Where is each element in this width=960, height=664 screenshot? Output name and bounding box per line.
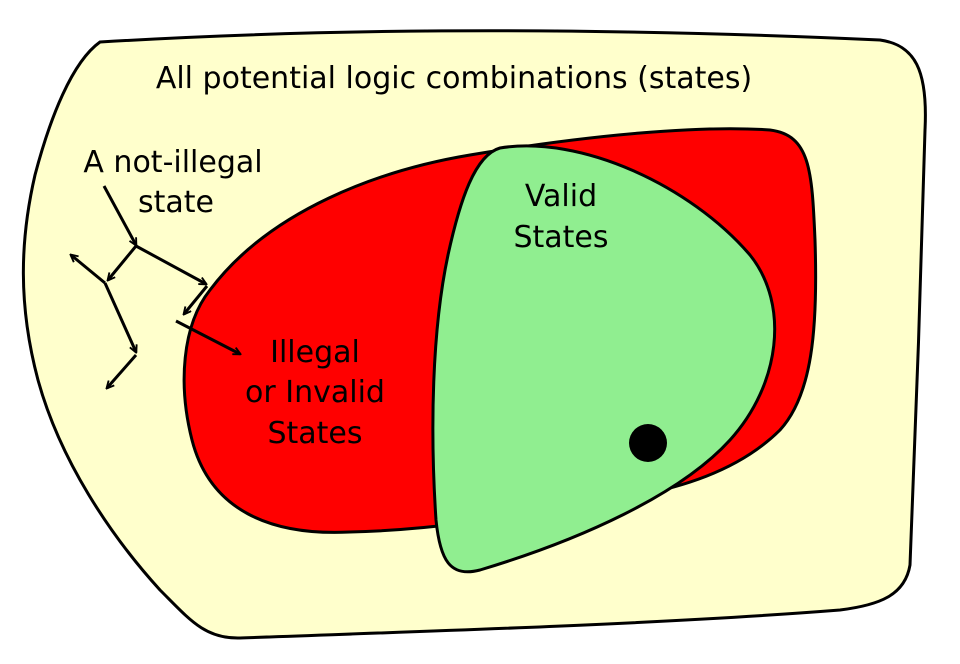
path-arrow-node-up: [71, 255, 106, 285]
path-arrow-node-down-left: [107, 354, 138, 388]
state-marker-icon: [629, 424, 667, 462]
path-arrow-start-to-left: [108, 245, 138, 280]
path-arrow-node-down: [103, 282, 136, 352]
path-arrow-start-to-right: [135, 244, 206, 284]
path-arrow-into-illegal: [175, 319, 240, 356]
not-illegal-label-line2: state: [138, 185, 214, 220]
path-arrow-to-start-node: [102, 185, 136, 245]
illegal-label-line3: States: [267, 416, 362, 451]
not-illegal-label-line1: A not-illegal: [83, 145, 262, 180]
valid-region: [431, 144, 777, 574]
valid-label-line2: States: [513, 220, 608, 255]
valid-label-line1: Valid: [525, 179, 597, 214]
path-arrow-right-to-left: [184, 285, 209, 314]
outer-region-label: All potential logic combinations (states…: [156, 61, 752, 96]
illegal-label-line2: or Invalid: [245, 375, 385, 410]
state-path: [71, 185, 240, 388]
illegal-label-line1: Illegal: [270, 335, 360, 370]
